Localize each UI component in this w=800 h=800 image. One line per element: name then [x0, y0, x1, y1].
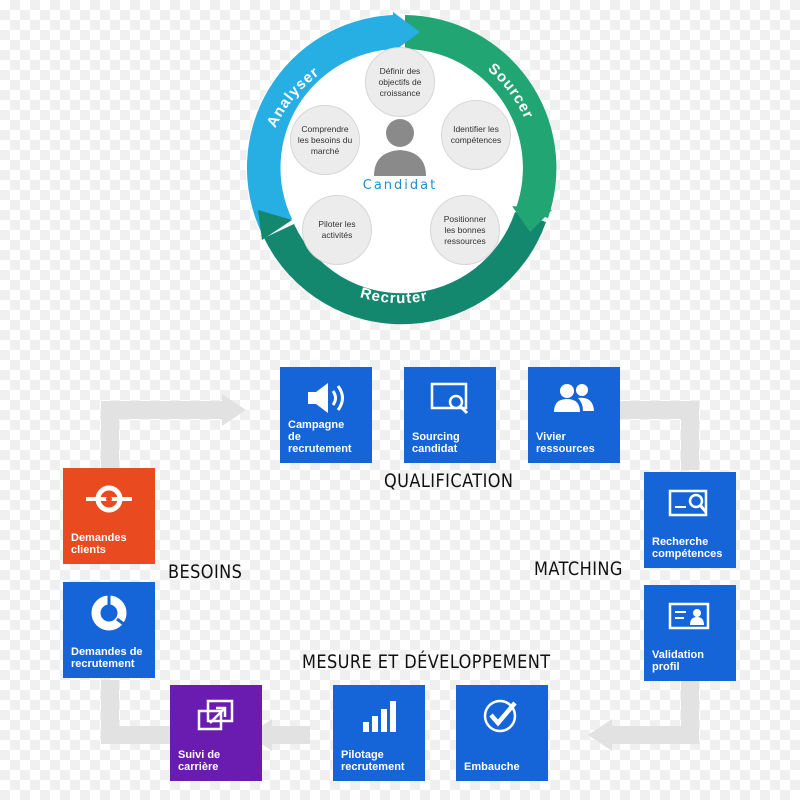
tile-suivi-carriere[interactable]: Suivi de carrière	[170, 685, 262, 781]
flow-arrow-right	[222, 394, 246, 426]
tile-label: Recherche compétences	[652, 536, 723, 560]
id-card-search-icon	[644, 482, 736, 524]
tile-pilotage-recrutement[interactable]: Pilotage recrutement	[333, 685, 425, 781]
cycle-node-label: Comprendre les besoins du marché	[297, 123, 353, 156]
tile-validation-profil[interactable]: Validation profil	[644, 585, 736, 681]
flow-arrow-left	[588, 719, 612, 751]
tile-campagne-recrutement[interactable]: Campagne de recrutement	[280, 367, 372, 463]
megaphone-icon	[280, 377, 372, 419]
tile-demandes-clients[interactable]: Demandes clients	[63, 468, 155, 564]
tile-label: Campagne de recrutement	[288, 419, 352, 455]
phase-recruter-ring	[264, 212, 546, 325]
tile-label: Validation profil	[652, 649, 704, 673]
checkmark-icon	[456, 695, 548, 737]
candidate-person-icon	[374, 119, 426, 176]
tile-label: Suivi de carrière	[178, 749, 221, 773]
cycle-node-label: Piloter les activités	[318, 219, 356, 240]
tile-recherche-competences[interactable]: Recherche compétences	[644, 472, 736, 568]
cycle-node-ressources: Positionner les bonnes ressources	[430, 195, 500, 265]
tile-label: Sourcing candidat	[412, 431, 460, 455]
phase-sourcer-ring	[405, 15, 557, 218]
stage-qualification: QUALIFICATION	[384, 470, 514, 492]
phase-recruter-arrowhead	[258, 210, 292, 240]
phase-analyser-ring	[246, 15, 395, 234]
tile-sourcing-candidat[interactable]: Sourcing candidat	[404, 367, 496, 463]
screen-search-icon	[404, 377, 496, 419]
tile-label: Embauche	[464, 761, 520, 773]
users-icon	[528, 377, 620, 419]
expand-window-icon	[170, 695, 262, 737]
center-label: Candidat	[362, 178, 438, 193]
tile-label: Demandes de recrutement	[71, 646, 143, 670]
tile-vivier-ressources[interactable]: Vivier ressources	[528, 367, 620, 463]
cycle-node-objectifs: Définir des objectifs de croissance	[365, 47, 435, 117]
bar-chart-icon	[333, 695, 425, 737]
target-icon	[63, 478, 155, 520]
cycle-node-label: Positionner les bonnes ressources	[443, 213, 487, 246]
cycle-node-competences: Identifier les compétences	[441, 100, 511, 170]
phase-analyser-arrowhead	[393, 12, 420, 52]
phase-recruter-label: Recruter	[358, 285, 428, 308]
cycle-node-label: Définir des objectifs de croissance	[378, 65, 422, 98]
tile-embauche[interactable]: Embauche	[456, 685, 548, 781]
cycle-node-label: Identifier les compétences	[450, 124, 502, 145]
tile-demandes-recrutement[interactable]: Demandes de recrutement	[63, 582, 155, 678]
stage-matching: MATCHING	[534, 558, 623, 580]
stage-besoins: BESOINS	[168, 561, 243, 583]
tile-label: Vivier ressources	[536, 431, 595, 455]
svg-text:Recruter: Recruter	[358, 285, 429, 308]
id-card-icon	[644, 595, 736, 637]
phase-sourcer-arrowhead	[512, 206, 552, 232]
stage-mesure-developpement: MESURE ET DÉVELOPPEMENT	[302, 651, 551, 673]
cycle-node-besoins-marche: Comprendre les besoins du marché	[290, 105, 360, 175]
donut-icon	[63, 592, 155, 634]
tile-label: Pilotage recrutement	[341, 749, 405, 773]
tile-label: Demandes clients	[71, 532, 127, 556]
cycle-node-activites: Piloter les activités	[302, 195, 372, 265]
